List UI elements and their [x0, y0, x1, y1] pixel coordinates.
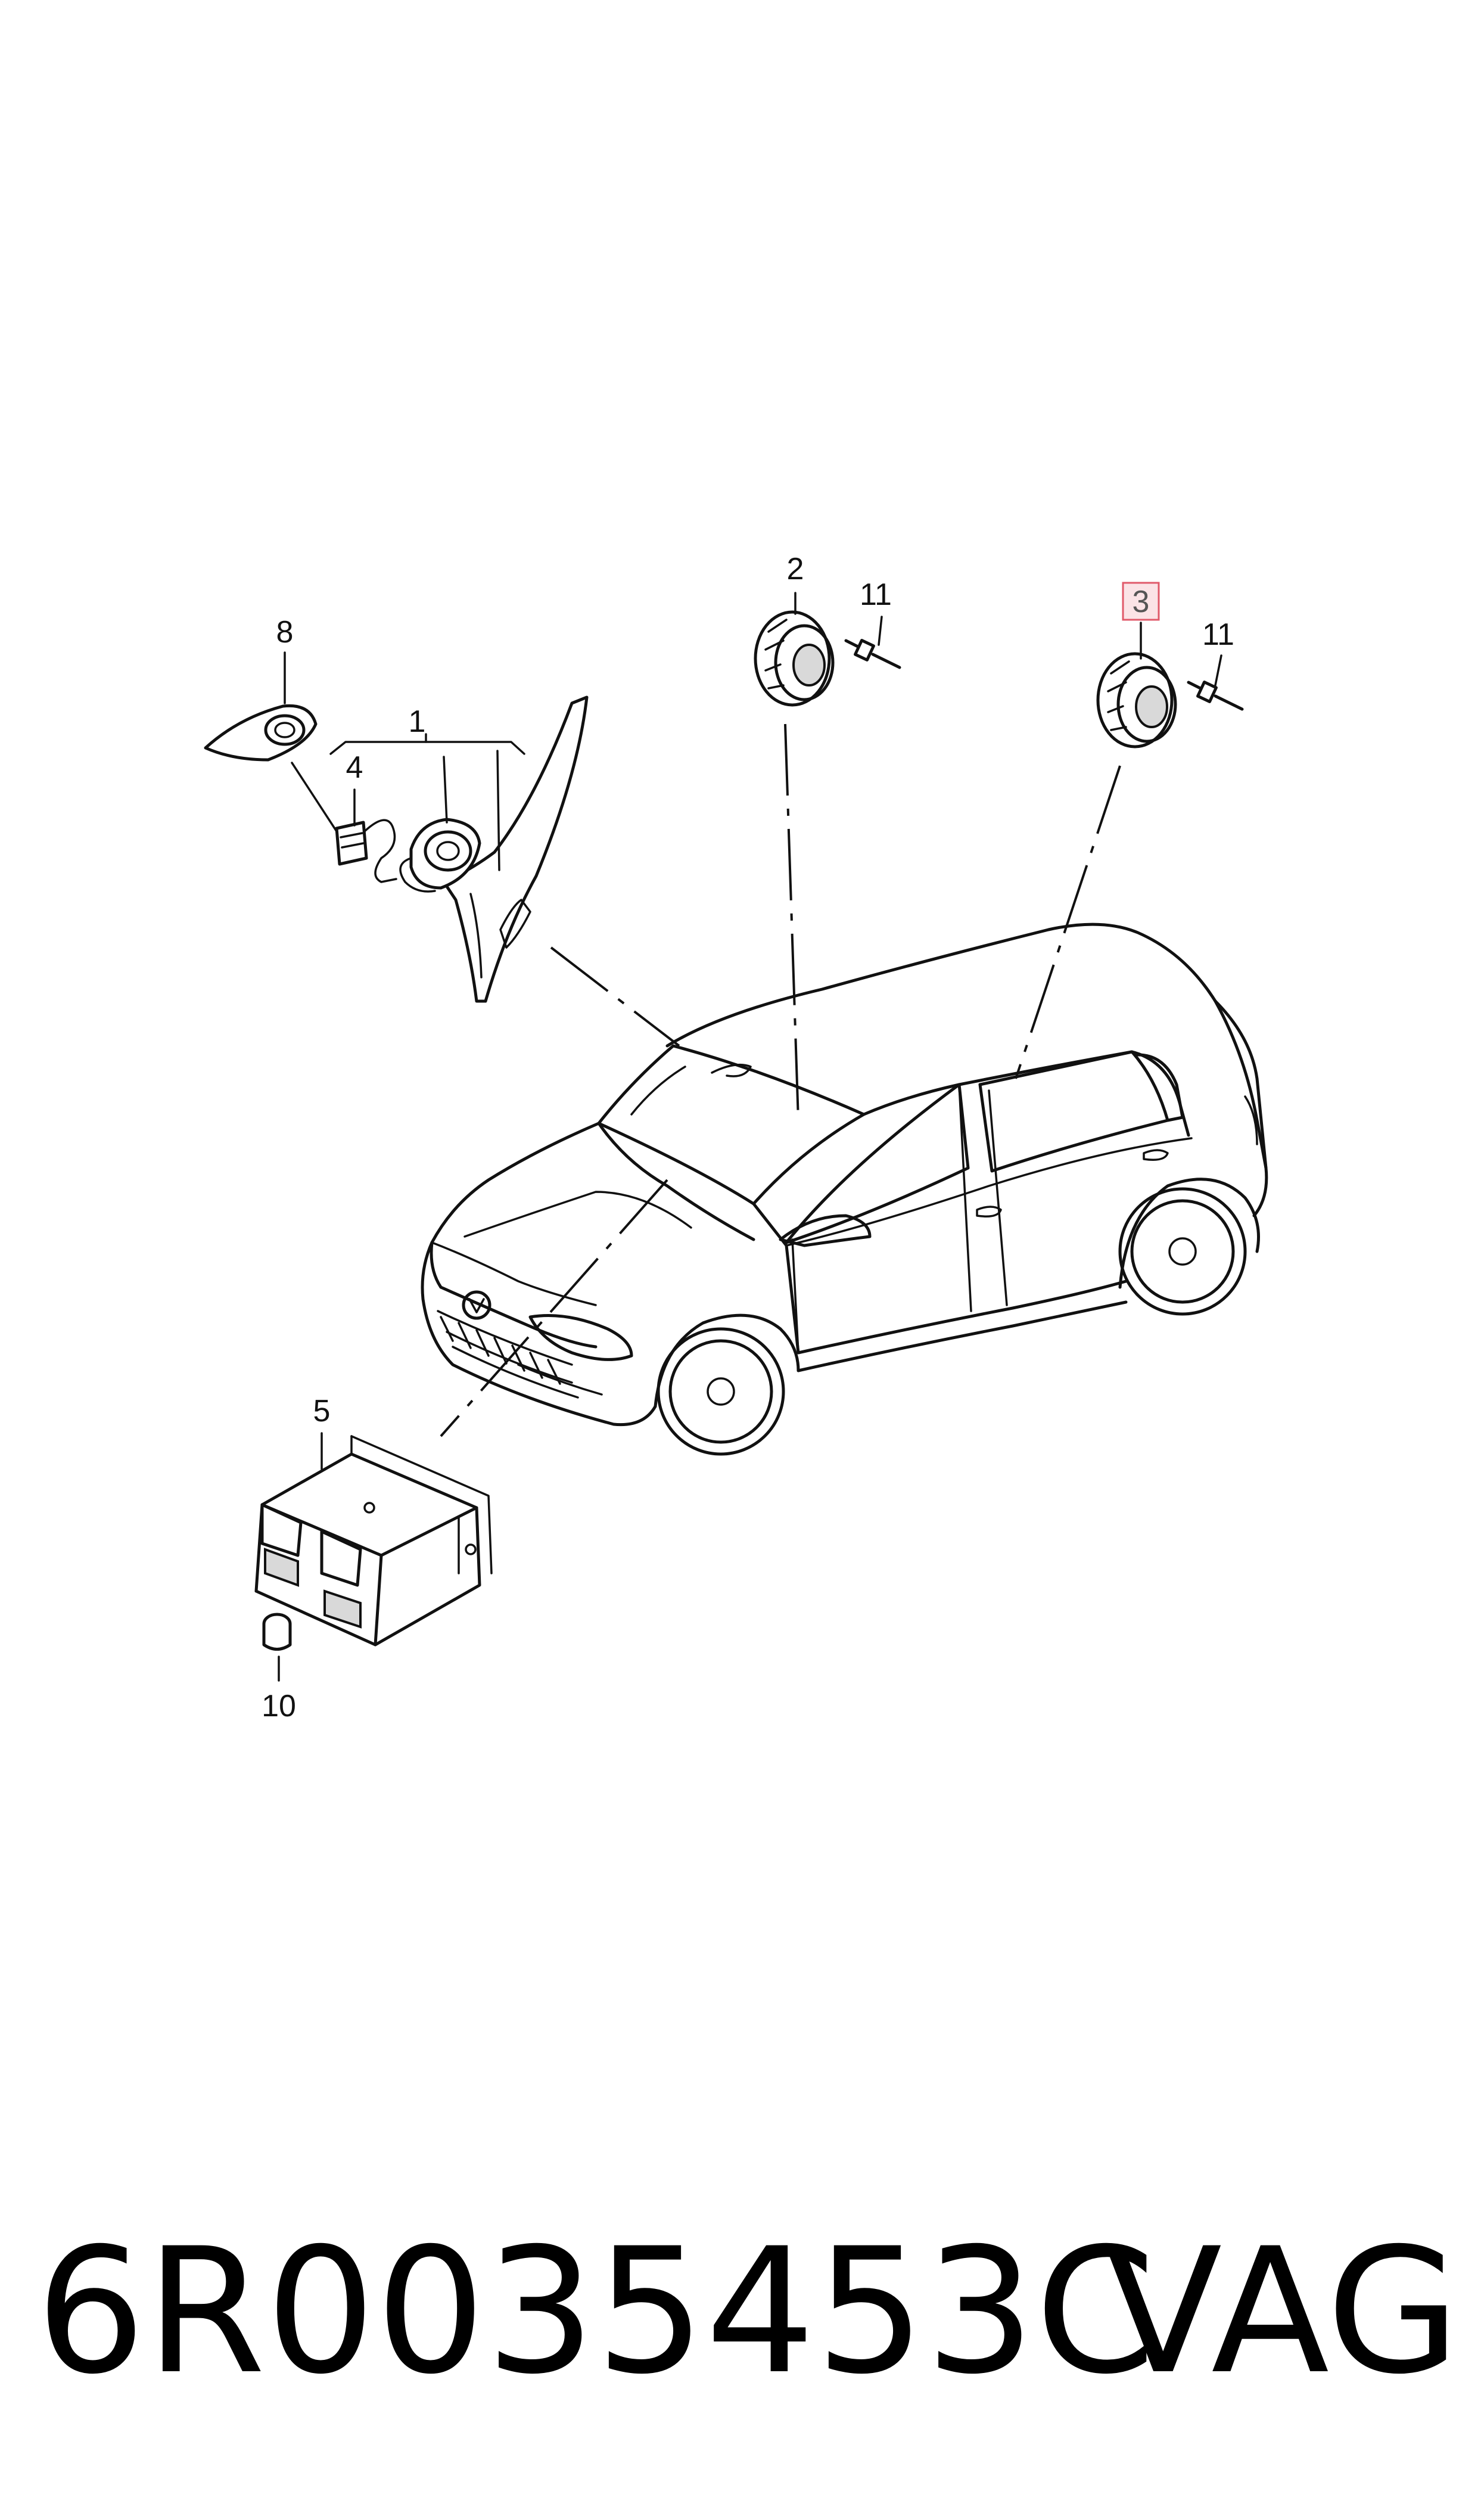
connector-lines — [440, 723, 1121, 1437]
callout-11-front: 11 — [860, 577, 892, 612]
brand-label: VAG — [1104, 2211, 1460, 2412]
callout-4: 4 — [346, 750, 363, 785]
front-door-speaker — [754, 610, 835, 707]
amplifier-unit — [254, 1435, 493, 1647]
part-number: 6R0035453C — [36, 2211, 1156, 2412]
tweeter-speaker — [399, 818, 481, 893]
callout-2: 2 — [787, 552, 804, 586]
plug — [262, 1613, 292, 1651]
callout-3: 3 — [1133, 585, 1150, 619]
callout-3-highlight — [1122, 582, 1160, 621]
screw-rear — [1187, 681, 1244, 711]
speaker-cover — [204, 704, 318, 762]
callout-8: 8 — [276, 615, 294, 650]
callout-5: 5 — [313, 1394, 331, 1428]
connector-harness — [335, 819, 397, 883]
rear-door-speaker — [1096, 652, 1177, 748]
screw-front — [844, 639, 901, 669]
callout-10: 10 — [262, 1689, 296, 1723]
callout-11-rear: 11 — [1202, 617, 1234, 652]
leader-lines — [278, 592, 1222, 1682]
callout-1: 1 — [409, 704, 426, 739]
a-pillar-trim — [442, 695, 589, 1003]
car-outline — [421, 923, 1268, 1456]
